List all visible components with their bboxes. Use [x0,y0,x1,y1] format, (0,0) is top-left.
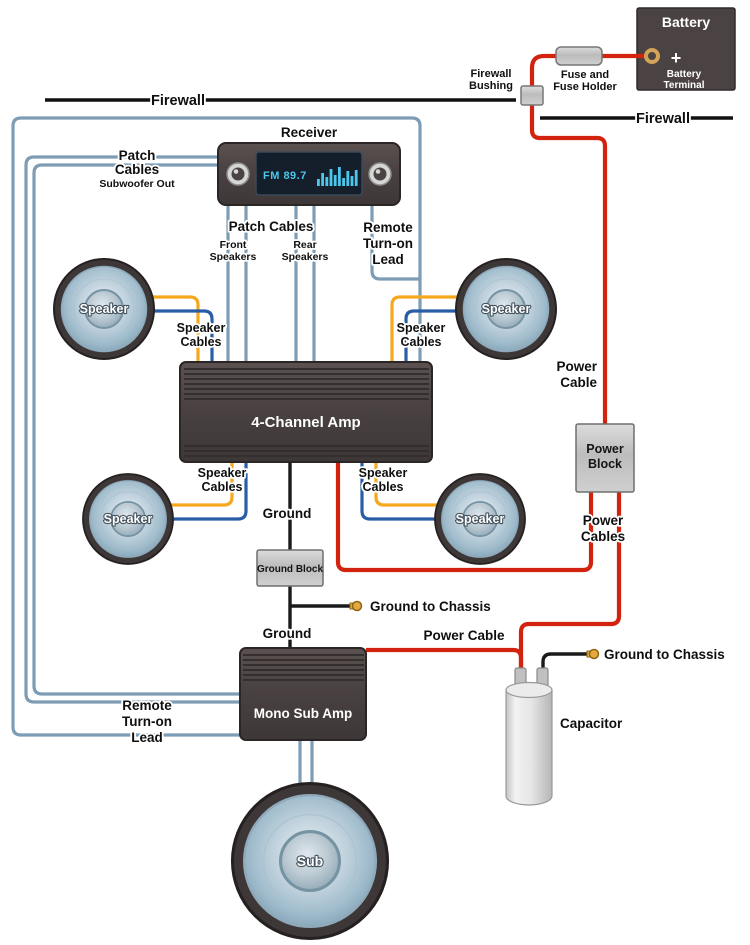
battery-terminal-label-2: Terminal [664,80,705,91]
speaker-cables-fl-label-2: Cables [181,335,222,349]
chassis-terminal-right-icon [586,648,600,660]
receiver-display-text: FM 89.7 [263,170,307,182]
power-cables-label-1: Power [583,513,624,528]
ground-label-bottom: Ground [263,626,312,641]
power-cable-capacitor-to-mono-amp [366,647,524,672]
ground-to-chassis-wire-capacitor [541,652,589,672]
capacitor-body [505,689,553,806]
power-block-label-1: Power [586,442,624,456]
power-cable-power-block-to-capacitor [518,492,622,672]
patch-cables-title: Patch Cables [229,219,314,234]
power-cable-label-2: Cable [560,375,597,390]
four-channel-amp: 4-Channel Amp [179,361,433,463]
speaker-cables-wires [150,295,460,521]
power-cables-label-2: Cables [581,529,625,544]
firewall-bushing-label-1: Firewall [471,68,512,80]
speaker-cable-rear-left-yellow [168,462,234,507]
four-channel-amp-label: 4-Channel Amp [251,414,360,431]
remote-turn-on-lead-loop [11,116,422,737]
speaker-rear-left-label: Speaker [104,512,153,526]
fuse-holder-label-1: Fuse and [561,69,609,81]
remote-bottom-label-2: Turn-on [122,714,172,729]
receiver: FM 89.7 [217,142,401,206]
ground-block [256,549,324,587]
battery-box [636,7,736,91]
patch-subwoofer-label-1: Patch [119,148,156,163]
remote-bottom-label-3: Lead [131,730,163,745]
ground-to-chassis-mid-label: Ground to Chassis [370,599,491,614]
speaker-cables-fl-label-1: Speaker [177,321,226,335]
remote-top-label-1: Remote [363,220,413,235]
mono-sub-amp-label: Mono Sub Amp [254,706,352,721]
ground-wires [288,462,589,672]
ground-label-top: Ground [263,506,312,521]
patch-subwoofer-label-3: Subwoofer Out [99,178,175,190]
speaker-cables-fr-label-2: Cables [401,335,442,349]
remote-and-patch-wires [11,116,422,788]
firewall-bushing [520,85,544,106]
receiver-knob-left [226,162,250,186]
speaker-cables-fr-label-1: Speaker [397,321,446,335]
firewall-left-label: Firewall [151,93,205,109]
patch-front-label-2: Speakers [210,251,257,263]
remote-top-label-3: Lead [372,252,404,267]
power-wires [335,53,648,672]
speaker-cables-rl-label-1: Speaker [198,466,247,480]
speaker-cable-front-right-yellow [390,295,460,362]
receiver-knob-right [368,162,392,186]
patch-cable-subwoofer-2 [32,163,240,696]
ground-block-label: Ground Block [257,564,324,575]
capacitor-label: Capacitor [560,716,623,731]
speaker-cables-rl-label-2: Cables [202,480,243,494]
remote-turn-on-lead-receiver-tap [370,205,420,281]
speaker-cable-rear-right-blue [360,462,440,521]
speaker-cable-front-left-yellow [150,295,200,362]
power-cable-bushing-to-power-block [529,102,608,424]
speaker-cables-rr-label-2: Cables [363,480,404,494]
mono-amp-fins [243,654,364,681]
power-cable-label-1: Power [556,359,597,374]
speaker-rear-right-label: Speaker [456,512,505,526]
battery-plus: + [671,48,682,68]
speaker-front-left-label: Speaker [80,302,129,316]
display-spectrum-bars [317,167,358,186]
fuse-holder-label-2: Fuse Holder [553,81,617,93]
power-block-label-2: Block [588,457,622,471]
capacitor-top [505,681,553,699]
battery-terminal-label-1: Battery [667,69,702,80]
firewall-right-label: Firewall [636,111,690,127]
firewall-bushing-label-2: Bushing [469,80,513,92]
speaker-cable-rear-left-blue [168,462,248,521]
speaker-cable-rear-right-yellow [374,462,440,507]
patch-subwoofer-label-2: Cables [115,162,159,177]
remote-top-label-2: Turn-on [363,236,413,251]
patch-cable-subwoofer-1 [24,155,240,704]
amp-fins-bottom [184,445,429,457]
fuse-holder [555,46,603,66]
remote-bottom-label-1: Remote [122,698,172,713]
power-cable-power-block-to-4ch-amp [335,462,594,573]
battery-title: Battery [662,14,710,30]
receiver-title: Receiver [281,125,338,140]
power-cable-battery-to-bushing [529,53,648,88]
speaker-front-right-label: Speaker [482,302,531,316]
patch-front-label-1: Front [220,239,247,251]
amp-fins-top [184,368,429,400]
chassis-terminal-mid-icon [349,600,363,612]
mono-sub-amp: Mono Sub Amp [239,647,367,741]
speaker-cables-rr-label-1: Speaker [359,466,408,480]
ground-to-chassis-right-label: Ground to Chassis [604,647,725,662]
speaker-cable-front-right-blue [404,309,460,362]
patch-rear-label-2: Speakers [282,251,329,263]
patch-rear-label-1: Rear [293,239,316,251]
capacitor [505,667,553,806]
speaker-cable-front-left-blue [150,309,214,362]
subwoofer-label: Sub [297,853,323,869]
battery-ring-terminal-icon [644,48,660,64]
power-cable-sub-label: Power Cable [423,628,505,643]
power-block [575,423,635,493]
